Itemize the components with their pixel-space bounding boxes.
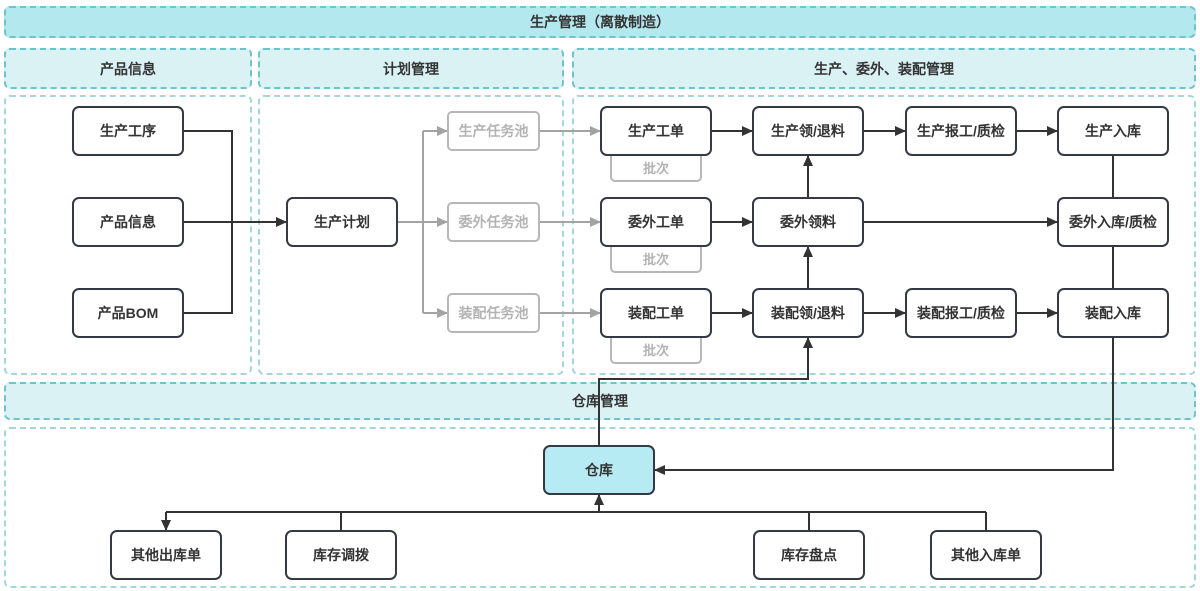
node-assembly-work-order: 装配工单 xyxy=(600,288,712,338)
node-product-info: 产品信息 xyxy=(72,197,184,247)
node-assembly-inbound: 装配入库 xyxy=(1057,288,1169,338)
node-production-inbound: 生产入库 xyxy=(1057,106,1169,156)
node-assembly-report-qc: 装配报工/质检 xyxy=(905,288,1017,338)
section-header-production: 生产、委外、装配管理 xyxy=(572,48,1196,89)
section-header-warehouse: 仓库管理 xyxy=(4,382,1196,420)
node-outsource-inbound-qc: 委外入库/质检 xyxy=(1057,197,1169,247)
node-product-bom: 产品BOM xyxy=(72,288,184,338)
tag-batch-assembly: 批次 xyxy=(610,334,702,364)
node-warehouse: 仓库 xyxy=(543,445,655,495)
section-header-product-info: 产品信息 xyxy=(4,48,252,89)
node-inventory-transfer: 库存调拨 xyxy=(285,530,397,580)
section-header-plan: 计划管理 xyxy=(258,48,564,89)
node-assembly-task-pool: 装配任务池 xyxy=(447,293,540,333)
node-assembly-material: 装配领/退料 xyxy=(752,288,864,338)
node-production-task-pool: 生产任务池 xyxy=(447,111,540,151)
node-outsource-task-pool: 委外任务池 xyxy=(447,202,540,242)
node-other-outbound: 其他出库单 xyxy=(110,530,222,580)
tag-batch-production: 批次 xyxy=(610,152,702,182)
node-production-material: 生产领/退料 xyxy=(752,106,864,156)
node-outsource-material: 委外领料 xyxy=(752,197,864,247)
tag-batch-outsource: 批次 xyxy=(610,243,702,273)
node-production-work-order: 生产工单 xyxy=(600,106,712,156)
node-other-inbound: 其他入库单 xyxy=(930,530,1042,580)
node-production-report-qc: 生产报工/质检 xyxy=(905,106,1017,156)
node-production-process: 生产工序 xyxy=(72,106,184,156)
node-outsource-work-order: 委外工单 xyxy=(600,197,712,247)
node-inventory-count: 库存盘点 xyxy=(753,530,865,580)
banner-production-management: 生产管理（离散制造） xyxy=(4,6,1196,38)
node-production-plan: 生产计划 xyxy=(286,197,398,247)
